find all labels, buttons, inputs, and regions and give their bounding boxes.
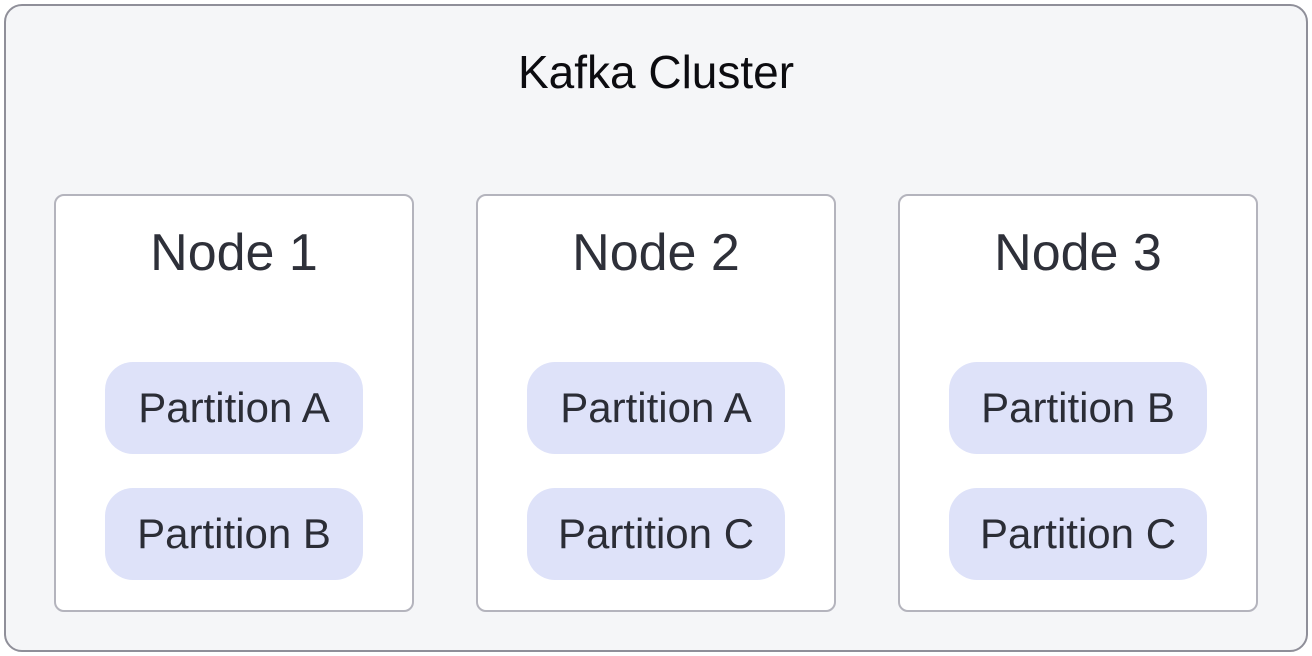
- node-1-partition-a-pill: Partition A: [105, 361, 363, 454]
- node-3-title: Node 3: [994, 223, 1162, 282]
- node-2-partition-c-pill: Partition C: [527, 487, 785, 580]
- node-2-partition-a-pill: Partition A: [527, 361, 785, 454]
- node-3-card: Node 3 Partition B Partition C: [898, 193, 1258, 612]
- node-1-partition-b-pill: Partition B: [105, 487, 363, 580]
- node-1-partitions: Partition A Partition B: [56, 361, 412, 580]
- cluster-title: Kafka Cluster: [517, 46, 795, 98]
- node-2-card: Node 2 Partition A Partition C: [476, 193, 836, 612]
- nodes-row: Node 1 Partition A Partition B Node 2 Pa…: [6, 193, 1306, 612]
- node-2-title: Node 2: [572, 223, 740, 282]
- node-3-partition-b-pill: Partition B: [949, 361, 1207, 454]
- kafka-cluster-container: Kafka Cluster Node 1 Partition A Partiti…: [4, 4, 1308, 652]
- node-2-partitions: Partition A Partition C: [478, 361, 834, 580]
- node-3-partitions: Partition B Partition C: [900, 361, 1256, 580]
- node-1-card: Node 1 Partition A Partition B: [54, 193, 414, 612]
- node-3-partition-c-pill: Partition C: [949, 487, 1207, 580]
- node-1-title: Node 1: [150, 223, 318, 282]
